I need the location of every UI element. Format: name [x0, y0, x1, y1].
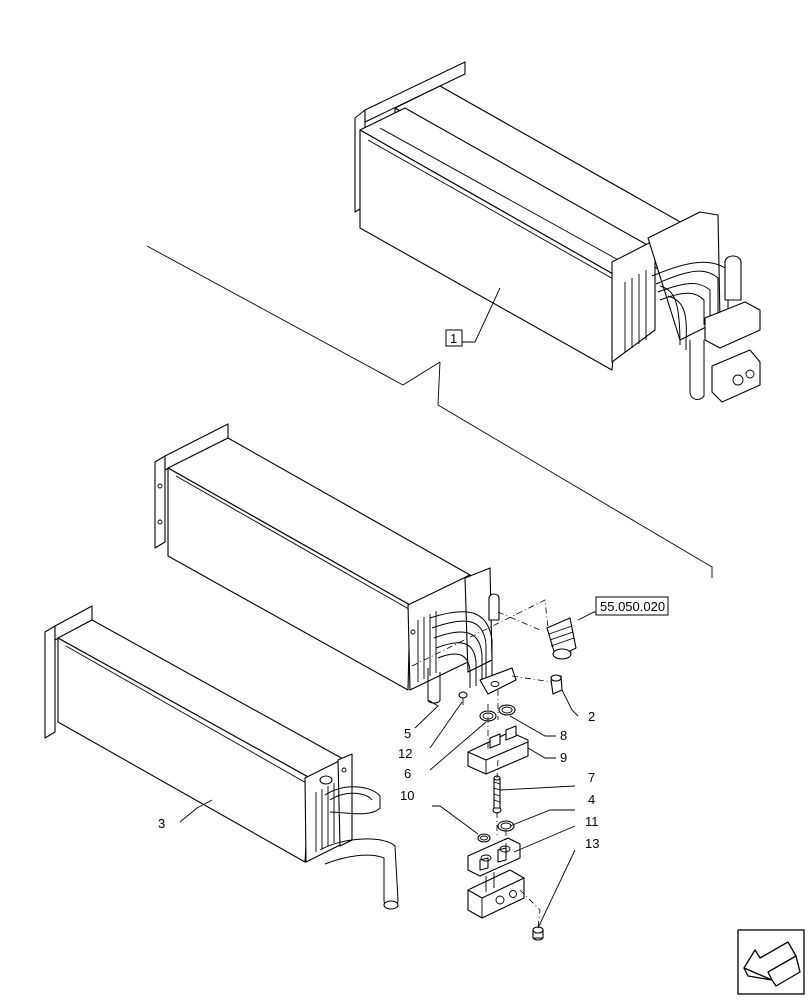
- expansion-valve-part-9[interactable]: [467, 725, 529, 775]
- callout-box-1: [445, 329, 463, 347]
- assembled-evaporator-unit[interactable]: [354, 61, 761, 403]
- callout-5[interactable]: 5: [404, 726, 411, 741]
- bolt-part-7[interactable]: [492, 775, 502, 814]
- screw-part-13[interactable]: [532, 926, 544, 941]
- callout-10[interactable]: 10: [400, 788, 414, 803]
- centerline-sensor: [411, 599, 549, 667]
- leader-lines: [146, 245, 713, 929]
- callout-9[interactable]: 9: [560, 750, 567, 765]
- connector-block-part-11[interactable]: [467, 837, 525, 919]
- centerline-plug: [511, 675, 553, 683]
- callout-3[interactable]: 3: [158, 816, 165, 831]
- callout-11[interactable]: 11: [585, 814, 599, 829]
- callout-4[interactable]: 4: [588, 792, 595, 807]
- callout-8[interactable]: 8: [560, 728, 567, 743]
- reference-box: [595, 596, 669, 616]
- centerline-bottom-screw: [519, 889, 541, 929]
- evaporator-core-bottom[interactable]: [44, 605, 399, 910]
- callout-13[interactable]: 13: [585, 836, 599, 851]
- evaporator-core-middle[interactable]: [154, 423, 517, 704]
- callout-12[interactable]: 12: [398, 746, 412, 761]
- thermostat-sensor[interactable]: [546, 617, 577, 660]
- screw-part-12[interactable]: [458, 691, 468, 705]
- plug-part-2[interactable]: [550, 674, 563, 695]
- callout-1[interactable]: 1: [450, 331, 457, 346]
- o-ring-part-8[interactable]: [498, 704, 516, 716]
- o-ring-part-10[interactable]: [477, 833, 491, 843]
- callout-6[interactable]: 6: [404, 766, 411, 781]
- reference-label[interactable]: 55.050.020: [600, 599, 665, 614]
- o-ring-part-4[interactable]: [497, 820, 515, 832]
- back-arrow-icon[interactable]: [737, 929, 805, 995]
- callout-7[interactable]: 7: [588, 770, 595, 785]
- centerline-valve: [487, 690, 507, 850]
- callout-2[interactable]: 2: [588, 709, 595, 724]
